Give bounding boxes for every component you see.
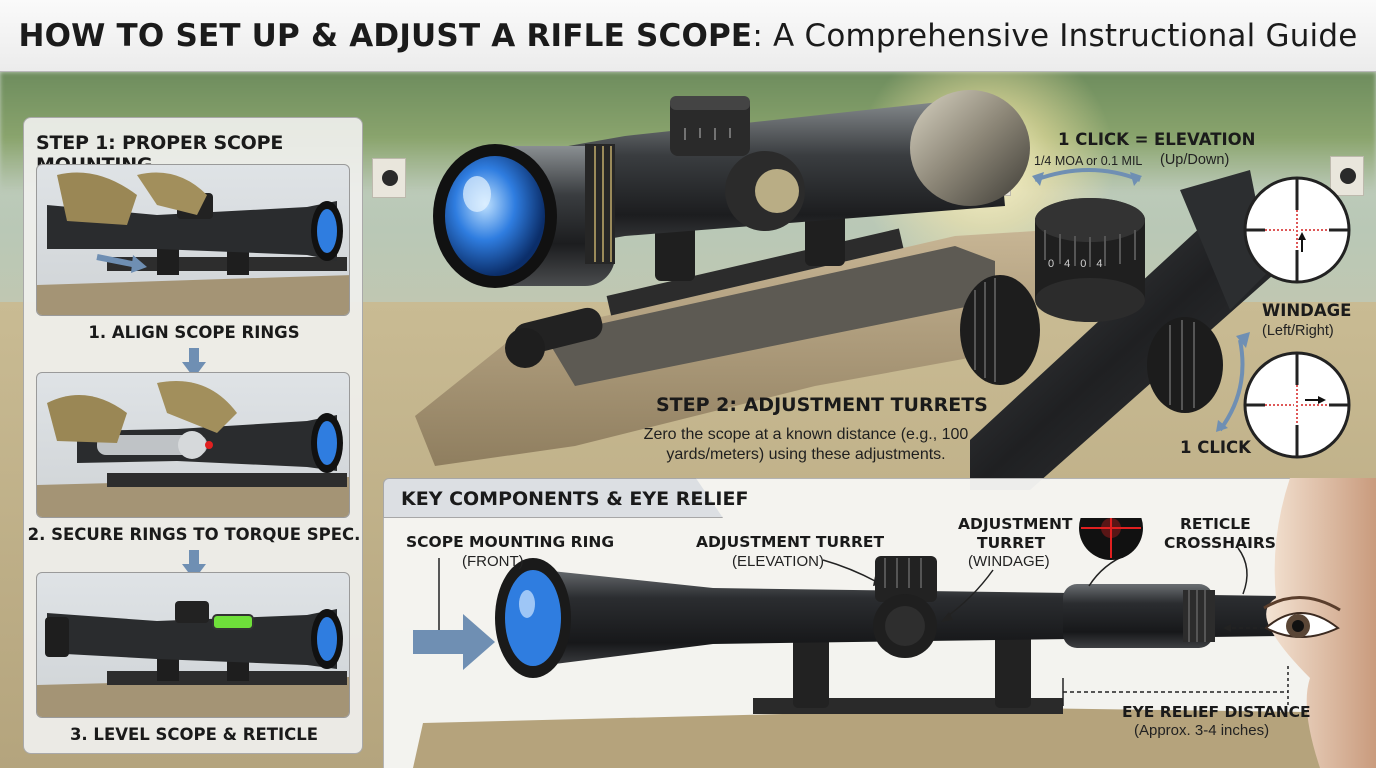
eye-relief-sub: (Approx. 3-4 inches) xyxy=(1134,722,1270,739)
turret-detail-illustration xyxy=(960,168,1351,490)
components-scope-illustration xyxy=(413,518,1376,768)
rifle-receiver xyxy=(545,246,995,386)
substep-image-torque xyxy=(36,372,350,518)
substep-label: 1. ALIGN SCOPE RINGS xyxy=(88,323,300,342)
scope-objective-bell xyxy=(910,90,1030,206)
title-bold: HOW TO SET UP & ADJUST A RIFLE SCOPE xyxy=(18,17,753,54)
reticle-label-line1: RETICLE xyxy=(1180,515,1251,533)
substep-image-level xyxy=(36,572,350,718)
eye-relief-label: EYE RELIEF DISTANCE xyxy=(1122,703,1311,721)
dial-number: 0 xyxy=(1048,258,1065,270)
detail-windage-knob-left xyxy=(960,275,1040,385)
substep-label: 2. SECURE RINGS TO TORQUE SPEC. xyxy=(27,525,361,544)
target-board xyxy=(1330,156,1364,196)
step2-description: Zero the scope at a known distance (e.g.… xyxy=(643,426,969,463)
mount-ring-arrow xyxy=(413,614,495,670)
components-title: KEY COMPONENTS & EYE RELIEF xyxy=(401,488,749,510)
windage-sub: (Left/Right) xyxy=(1262,323,1334,339)
mount-ring-sub: (FRONT) xyxy=(462,553,524,570)
windage-rotate-arrow xyxy=(1218,339,1245,432)
elevation-sub: (Up/Down) xyxy=(1160,152,1230,168)
reticle-windage-view xyxy=(1243,351,1351,459)
elevation-rotate-arrow xyxy=(1034,168,1141,182)
dial-number: 4 xyxy=(1096,258,1113,270)
level-scope-illustration xyxy=(37,601,349,717)
shooter-face-illustration xyxy=(1263,478,1376,768)
windage-heading: WINDAGE xyxy=(1262,301,1352,320)
turret-elevation-label: ADJUSTMENT TURRET xyxy=(696,533,885,551)
substep-image-align xyxy=(36,164,350,316)
align-rings-illustration xyxy=(37,172,349,315)
turret-windage-label-line2: TURRET xyxy=(977,534,1046,552)
elevation-turret-main xyxy=(670,96,750,156)
step2-title: STEP 2: ADJUSTMENT TURRETS xyxy=(656,394,988,416)
detail-scope-body xyxy=(970,200,1290,490)
dial-numbers: 0404 xyxy=(1048,258,1113,270)
mount-ring-label: SCOPE MOUNTING RING xyxy=(406,533,615,551)
click-heading: 1 CLICK = xyxy=(1058,130,1149,149)
torque-rings-illustration xyxy=(37,381,349,517)
turret-windage-label-line1: ADJUSTMENT xyxy=(958,515,1073,533)
elevation-heading: ELEVATION xyxy=(1154,130,1256,149)
turret-elevation-sub: (ELEVATION) xyxy=(732,553,824,570)
click-value: 1/4 MOA or 0.1 MIL xyxy=(1034,154,1143,168)
page-title: HOW TO SET UP & ADJUST A RIFLE SCOPE: A … xyxy=(0,0,1376,72)
dial-number: 0 xyxy=(1080,258,1097,270)
down-arrow-icon xyxy=(182,348,206,378)
dial-number: 4 xyxy=(1064,258,1081,270)
reticle-crosshairs-icon xyxy=(1079,518,1143,560)
components-rifle-stock xyxy=(413,708,1376,768)
reticle-label-line2: CROSSHAIRS xyxy=(1164,534,1276,552)
click-bottom-label: 1 CLICK xyxy=(1180,438,1251,457)
detail-windage-knob-right xyxy=(1147,317,1223,413)
main-scope-illustration xyxy=(415,90,1035,466)
step1-panel: STEP 1: PROPER SCOPE MOUNTING 1. ALIGN S… xyxy=(23,117,363,754)
target-board xyxy=(372,158,406,198)
reticle-elevation-view xyxy=(1243,176,1351,284)
title-regular: : A Comprehensive Instructional Guide xyxy=(752,17,1358,54)
turret-windage-sub: (WINDAGE) xyxy=(968,553,1050,570)
substep-label: 3. LEVEL SCOPE & RETICLE xyxy=(69,725,319,744)
